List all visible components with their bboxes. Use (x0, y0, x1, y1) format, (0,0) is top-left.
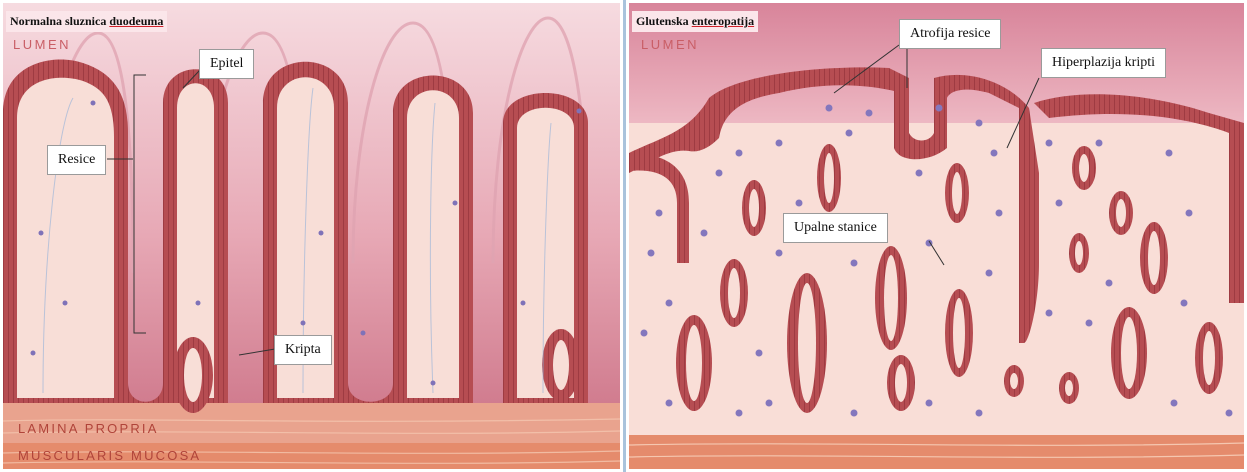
celiac-panel-title: Glutenska enteropatija (632, 11, 758, 32)
lamina-propria-label: LAMINA PROPRIA (18, 421, 159, 436)
muscularis-mucosa-label: MUSCULARIS MUCOSA (18, 448, 201, 463)
kripta-callout: Kripta (274, 335, 332, 365)
epitel-callout: Epitel (199, 49, 254, 79)
normal-mucosa-illustration (3, 3, 620, 469)
normal-panel-title: Normalna sluznica duodeuma (6, 11, 167, 32)
normal-mucosa-panel: Normalna sluznica duodeuma LUMEN LAMINA … (3, 3, 620, 469)
normal-lumen-label: LUMEN (13, 37, 71, 52)
panel-divider (623, 0, 626, 472)
resice-callout: Resice (47, 145, 106, 175)
atrofija-callout: Atrofija resice (899, 19, 1001, 49)
celiac-lumen-label: LUMEN (641, 37, 699, 52)
hiperplazija-callout: Hiperplazija kripti (1041, 48, 1166, 78)
celiac-panel: Glutenska enteropatija LUMEN Atrofija re… (629, 3, 1244, 469)
upalne-callout: Upalne stanice (783, 213, 888, 243)
